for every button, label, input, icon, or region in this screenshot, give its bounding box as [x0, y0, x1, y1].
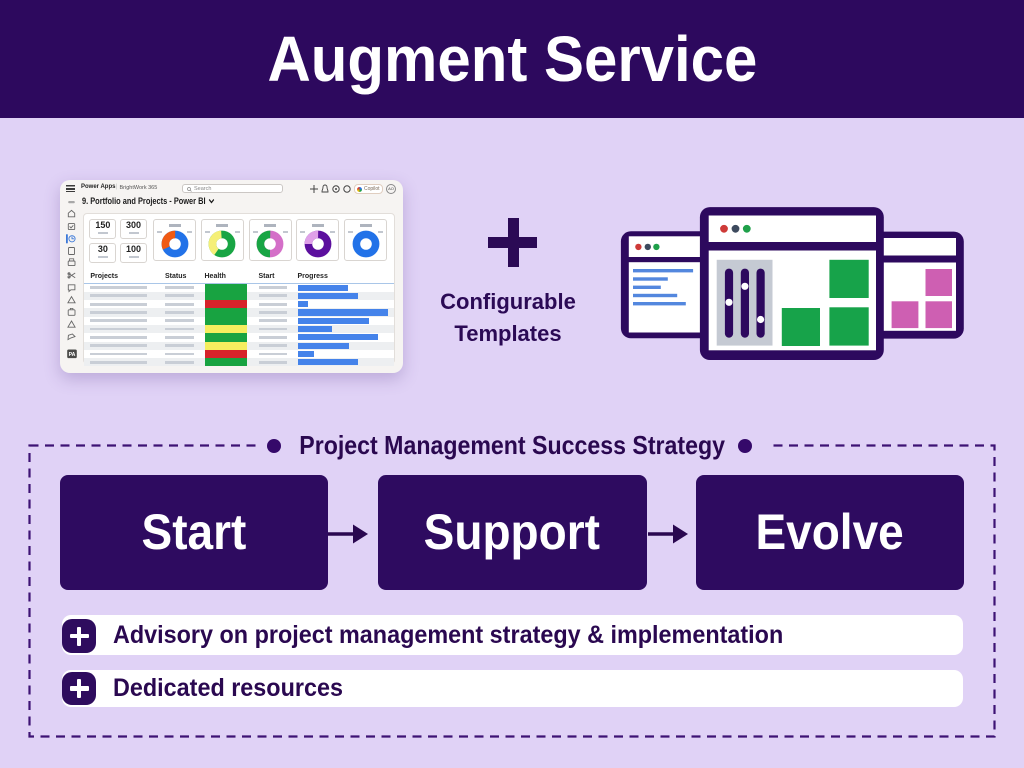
svg-text:PA: PA: [69, 352, 76, 358]
